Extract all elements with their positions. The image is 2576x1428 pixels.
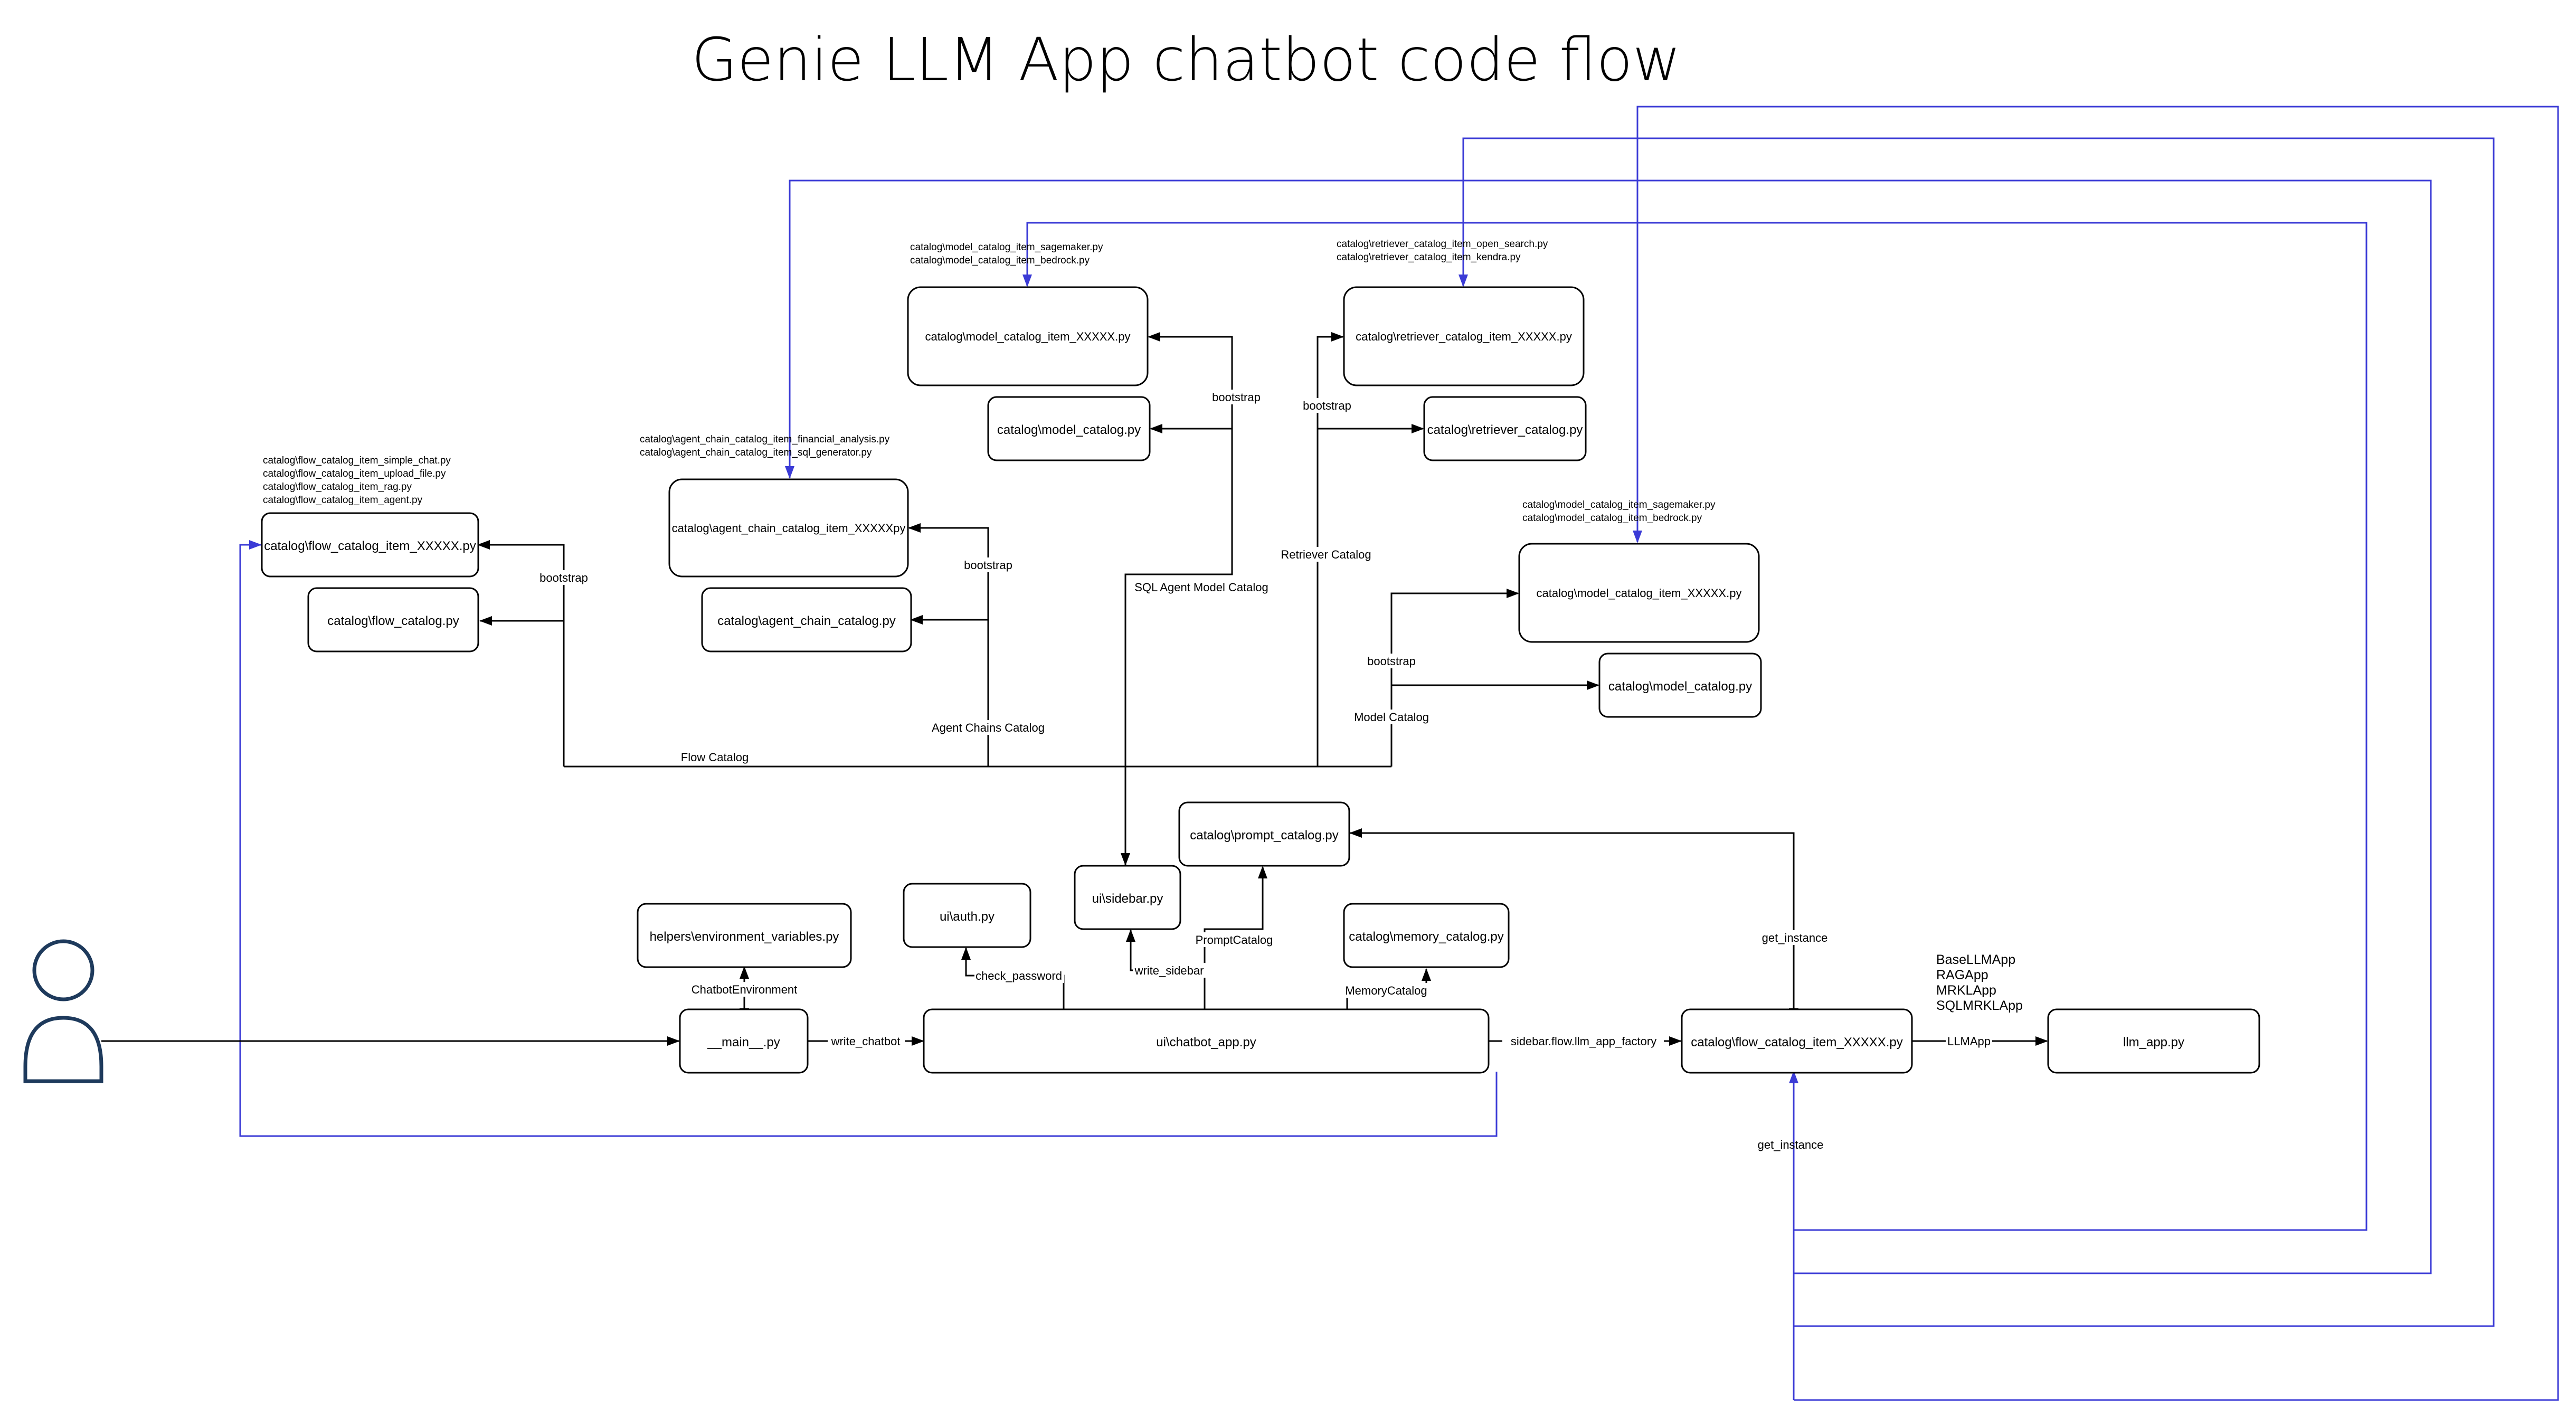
retriever-items-line: catalog\retriever_catalog_item_open_sear… <box>1337 239 1548 250</box>
user-icon <box>23 939 103 1083</box>
blue-edge-to-model-item-top <box>1022 222 2367 1231</box>
agent-items-line: catalog\agent_chain_catalog_item_financi… <box>640 434 890 445</box>
llm-apps-annotation: BaseLLMApp RAGApp MRKLApp SQLMRKLApp <box>1936 952 2023 1013</box>
edge-label-check-password: check_password <box>976 969 1062 982</box>
node-agent-item[interactable]: catalog\agent_chain_catalog_item_XXXXXpy <box>668 478 909 578</box>
node-memory-catalog-label: catalog\memory_catalog.py <box>1349 930 1503 944</box>
edge-label-llm-app-factory: sidebar.flow.llm_app_factory <box>1511 1035 1656 1048</box>
blue-edge-to-model-item-right <box>1633 106 2559 1401</box>
node-model-item-top[interactable]: catalog\model_catalog_item_XXXXX.py <box>907 286 1149 386</box>
edge-label-get-instance-top: get_instance <box>1762 931 1828 944</box>
retriever-items-annotation: catalog\retriever_catalog_item_open_sear… <box>1337 239 1551 263</box>
node-retriever-item-label: catalog\retriever_catalog_item_XXXXX.py <box>1356 330 1572 343</box>
node-model-item-right[interactable]: catalog\model_catalog_item_XXXXX.py <box>1518 543 1760 643</box>
edge-label-write-sidebar: write_sidebar <box>1134 964 1204 977</box>
node-model-catalog-right[interactable]: catalog\model_catalog.py <box>1598 652 1762 718</box>
llm-apps-line: BaseLLMApp <box>1936 952 2015 967</box>
node-main-label: __main__.py <box>707 1035 780 1049</box>
node-env-vars[interactable]: helpers\environment_variables.py <box>637 903 852 968</box>
flow-items-annotation: catalog\flow_catalog_item_simple_chat.py… <box>263 455 453 506</box>
edge-label-bootstrap-agent: bootstrap <box>964 559 1012 572</box>
edge-bootstrap-model-item-top <box>1124 332 1233 767</box>
node-sidebar-label: ui\sidebar.py <box>1092 892 1163 906</box>
edge-label-bootstrap-flow: bootstrap <box>539 571 588 584</box>
node-flow-item-label: catalog\flow_catalog_item_XXXXX.py <box>264 539 476 553</box>
model-items-top-annotation: catalog\model_catalog_item_sagemaker.py … <box>910 242 1106 266</box>
node-sidebar[interactable]: ui\sidebar.py <box>1074 865 1181 930</box>
edge-flow-prompt <box>1349 828 1798 1021</box>
node-memory-catalog[interactable]: catalog\memory_catalog.py <box>1343 903 1510 968</box>
node-flow-item-bottom[interactable]: catalog\flow_catalog_item_XXXXX.py <box>1681 1008 1913 1074</box>
node-agent-catalog[interactable]: catalog\agent_chain_catalog.py <box>701 587 912 652</box>
llm-apps-line: SQLMRKLApp <box>1936 998 2023 1013</box>
edge-label-write-chatbot: write_chatbot <box>831 1035 901 1048</box>
node-retriever-item[interactable]: catalog\retriever_catalog_item_XXXXX.py <box>1343 286 1585 386</box>
flow-items-line: catalog\flow_catalog_item_upload_file.py <box>263 468 446 479</box>
node-auth[interactable]: ui\auth.py <box>903 883 1031 948</box>
node-model-catalog-right-label: catalog\model_catalog.py <box>1608 679 1752 694</box>
node-retriever-catalog-label: catalog\retriever_catalog.py <box>1427 423 1583 437</box>
edge-label-model-catalog: Model Catalog <box>1354 711 1429 724</box>
node-llm-app[interactable]: llm_app.py <box>2047 1008 2260 1074</box>
model-items-right-line: catalog\model_catalog_item_bedrock.py <box>1522 513 1702 524</box>
edge-labels: write_chatbot ChatbotEnvironment check_p… <box>538 390 1992 1151</box>
node-env-vars-label: helpers\environment_variables.py <box>650 930 839 944</box>
edge-label-bootstrap-model-top: bootstrap <box>1212 391 1261 404</box>
edge-bootstrap-model-item-right <box>1390 589 1519 767</box>
flow-items-line: catalog\flow_catalog_item_simple_chat.py <box>263 455 451 466</box>
edge-bootstrap-retriever-item <box>1317 332 1344 767</box>
blue-edge-to-retriever-item <box>1459 137 2495 1327</box>
node-flow-item[interactable]: catalog\flow_catalog_item_XXXXX.py <box>261 512 479 578</box>
flow-items-line: catalog\flow_catalog_item_agent.py <box>263 495 423 506</box>
node-model-catalog-top[interactable]: catalog\model_catalog.py <box>987 396 1151 461</box>
edge-label-prompt-catalog: PromptCatalog <box>1196 933 1273 947</box>
node-flow-item-bottom-label: catalog\flow_catalog_item_XXXXX.py <box>1691 1035 1903 1049</box>
blue-edge-chatbot-to-flow-item <box>239 540 1498 1137</box>
node-model-item-top-label: catalog\model_catalog_item_XXXXX.py <box>925 330 1131 343</box>
edge-label-bootstrap-retriever: bootstrap <box>1303 399 1351 412</box>
edge-label-flow-catalog: Flow Catalog <box>681 751 749 764</box>
node-llm-app-label: llm_app.py <box>2123 1035 2184 1049</box>
edge-bootstrap-agent-item <box>908 523 989 767</box>
llm-apps-line: RAGApp <box>1936 968 1988 982</box>
node-retriever-catalog[interactable]: catalog\retriever_catalog.py <box>1423 396 1587 461</box>
node-flow-catalog[interactable]: catalog\flow_catalog.py <box>307 587 479 652</box>
node-flow-catalog-label: catalog\flow_catalog.py <box>327 614 459 628</box>
node-model-catalog-top-label: catalog\model_catalog.py <box>997 423 1141 437</box>
flow-items-line: catalog\flow_catalog_item_rag.py <box>263 481 412 493</box>
edge-label-bootstrap-model-right: bootstrap <box>1367 655 1416 668</box>
retriever-items-line: catalog\retriever_catalog_item_kendra.py <box>1337 252 1521 263</box>
edge-label-llmapp: LLMApp <box>1947 1035 1991 1048</box>
model-items-right-annotation: catalog\model_catalog_item_sagemaker.py … <box>1522 499 1718 524</box>
page-title: Genie LLM App chatbot code flow <box>692 26 1681 94</box>
agent-items-line: catalog\agent_chain_catalog_item_sql_gen… <box>640 447 872 458</box>
blue-connectors <box>239 106 2559 1401</box>
node-agent-catalog-label: catalog\agent_chain_catalog.py <box>717 614 896 628</box>
node-auth-label: ui\auth.py <box>940 910 995 924</box>
model-items-right-line: catalog\model_catalog_item_sagemaker.py <box>1522 499 1716 510</box>
node-chatbot-app[interactable]: ui\chatbot_app.py <box>923 1008 1490 1074</box>
edge-label-sql-agent-model-catalog: SQL Agent Model Catalog <box>1134 581 1268 594</box>
node-prompt-catalog-label: catalog\prompt_catalog.py <box>1190 828 1339 843</box>
model-items-top-line: catalog\model_catalog_item_sagemaker.py <box>910 242 1103 253</box>
edge-label-chatbot-env: ChatbotEnvironment <box>692 983 798 996</box>
agent-items-annotation: catalog\agent_chain_catalog_item_financi… <box>640 434 893 458</box>
model-items-top-line: catalog\model_catalog_item_bedrock.py <box>910 255 1090 266</box>
node-main[interactable]: __main__.py <box>679 1008 809 1074</box>
llm-apps-line: MRKLApp <box>1936 983 1996 998</box>
edge-label-memory-catalog: MemoryCatalog <box>1345 984 1427 997</box>
node-agent-item-label: catalog\agent_chain_catalog_item_XXXXXpy <box>672 522 906 535</box>
edge-bootstrap-flow-item <box>477 540 565 767</box>
edge-label-get-instance-bottom: get_instance <box>1758 1138 1824 1151</box>
edge-label-retriever-catalog: Retriever Catalog <box>1281 548 1371 561</box>
node-chatbot-app-label: ui\chatbot_app.py <box>1156 1035 1256 1049</box>
node-model-item-right-label: catalog\model_catalog_item_XXXXX.py <box>1537 587 1742 600</box>
node-prompt-catalog[interactable]: catalog\prompt_catalog.py <box>1178 801 1350 867</box>
edge-label-agent-chains-catalog: Agent Chains Catalog <box>932 721 1045 734</box>
